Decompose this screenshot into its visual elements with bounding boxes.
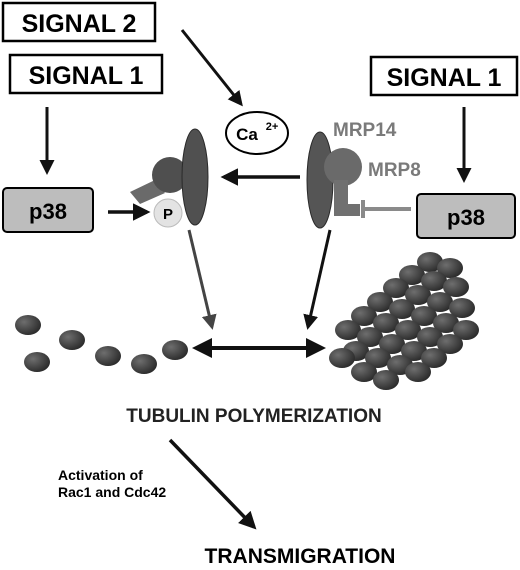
signal1-left-label: SIGNAL 1 [29, 62, 144, 90]
mrp-complex-unphosphorylated [306, 131, 362, 229]
p38-left-box: p38 [2, 187, 94, 233]
transmigration-label: TRANSMIGRATION [205, 545, 396, 568]
polymerized-tubulin-cluster [329, 252, 479, 390]
calcium-charge: 2+ [266, 121, 279, 133]
signal1-left-box: SIGNAL 1 [8, 53, 164, 95]
p38-right-label: p38 [447, 205, 485, 230]
arrow-right-complex-to-tubulin [303, 229, 332, 330]
signal2-label: SIGNAL 2 [22, 10, 137, 38]
arrow-signal2-to-calcium [180, 29, 243, 107]
calcium-ion: Ca 2+ [225, 111, 289, 155]
svg-text:Ca: Ca [236, 125, 258, 144]
mrp14-label: MRP14 [333, 120, 397, 141]
p38-left-label: p38 [29, 199, 67, 224]
calcium-label: Ca [236, 125, 258, 144]
arrow-to-transmigration [168, 438, 257, 530]
p38-right-box: p38 [416, 193, 516, 239]
signal1-right-box: SIGNAL 1 [369, 55, 519, 97]
inhibition-p38-mrp8 [361, 200, 411, 218]
arrow-left-complex-to-tubulin [187, 229, 217, 330]
free-tubulin-subunits [15, 315, 188, 374]
tubulin-polymerization-label: TUBULIN POLYMERIZATION [126, 406, 381, 427]
phospho-group: P [153, 198, 183, 228]
activation-label-line2: Rac1 and Cdc42 [58, 484, 166, 500]
mrp-complex-phosphorylated: P [130, 128, 209, 228]
phospho-label: P [163, 206, 173, 223]
signal1-right-label: SIGNAL 1 [387, 64, 502, 92]
signal2-box: SIGNAL 2 [1, 1, 157, 43]
mrp8-label: MRP8 [368, 160, 421, 181]
activation-label-line1: Activation of [58, 467, 143, 483]
